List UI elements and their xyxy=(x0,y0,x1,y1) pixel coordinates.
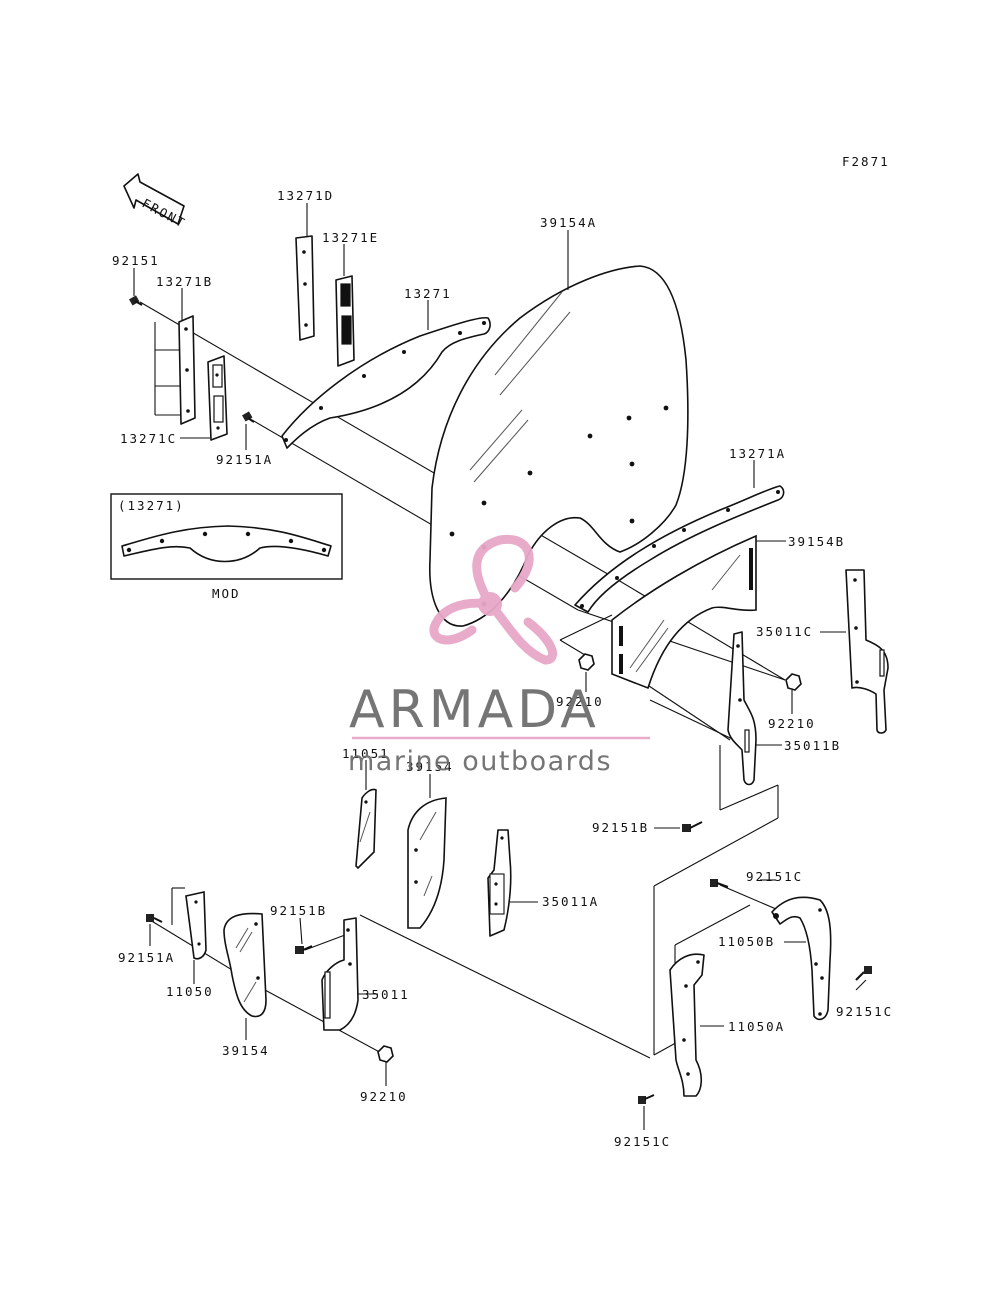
bolt-92151-icon xyxy=(129,295,143,306)
label-92151A-low: 92151A xyxy=(118,950,175,965)
label-13271B: 13271B xyxy=(156,274,213,289)
bracket-35011B xyxy=(727,631,757,786)
bracket-35011 xyxy=(321,917,359,1031)
label-39154-mid: 39154 xyxy=(406,759,454,774)
label-92151A-top: 92151A xyxy=(216,452,273,467)
label-11050B: 11050B xyxy=(718,934,775,949)
bracket-35011A xyxy=(487,829,512,937)
strip-13271C xyxy=(207,355,228,441)
mod-bracket-shape xyxy=(121,525,332,563)
label-11050A: 11050A xyxy=(728,1019,785,1034)
bracket-11050B xyxy=(771,896,832,1021)
label-92210-low: 92210 xyxy=(360,1089,408,1104)
bolt-92151C-right-icon xyxy=(855,966,872,981)
watermark: ARMADA marine outboards xyxy=(348,534,650,777)
inset-caption: MOD xyxy=(212,586,241,601)
strip-13271B xyxy=(178,315,196,425)
bolt-92151B-low-icon xyxy=(295,945,313,954)
bracket-13271A xyxy=(574,485,785,613)
label-35011B: 35011B xyxy=(784,738,841,753)
propeller-hub-icon xyxy=(478,592,502,616)
label-92151B-mid: 92151B xyxy=(592,820,649,835)
strip-13271D xyxy=(295,235,315,341)
label-35011A: 35011A xyxy=(542,894,599,909)
label-13271: 13271 xyxy=(404,286,452,301)
nut-92210-low-icon xyxy=(377,1045,394,1063)
bracket-13271 xyxy=(281,316,491,449)
figure-code: F2871 xyxy=(842,154,890,169)
deflector-39154-low xyxy=(223,912,267,1018)
nut-92210-mid-icon xyxy=(578,653,595,671)
bolt-92151C-top-icon xyxy=(710,879,729,888)
watermark-brand: ARMADA xyxy=(349,680,600,740)
label-92151C-right: 92151C xyxy=(836,1004,893,1019)
bolt-92151A-low-icon xyxy=(146,914,163,923)
bracket-35011C xyxy=(845,569,889,734)
deflector-39154-mid xyxy=(407,797,447,929)
label-92151C-bottom: 92151C xyxy=(614,1134,671,1149)
watermark-tagline: marine outboards xyxy=(348,746,612,777)
label-13271A: 13271A xyxy=(729,446,786,461)
label-92210-right: 92210 xyxy=(768,716,816,731)
label-92210-mid: 92210 xyxy=(556,694,604,709)
label-39154-low: 39154 xyxy=(222,1043,270,1058)
label-13271C: 13271C xyxy=(120,431,177,446)
label-leaders xyxy=(133,203,867,1130)
label-39154A: 39154A xyxy=(540,215,597,230)
bolt-92151B-mid-icon xyxy=(682,821,703,832)
mod-inset: (13271) MOD xyxy=(110,493,343,601)
label-11050: 11050 xyxy=(166,984,214,999)
label-35011C: 35011C xyxy=(756,624,813,639)
panel-39154B xyxy=(611,534,757,690)
label-13271E: 13271E xyxy=(322,230,379,245)
inset-title: (13271) xyxy=(118,498,185,513)
plate-11050 xyxy=(185,891,207,960)
bracket-11050A xyxy=(669,953,705,1097)
front-arrow-icon: FRONT xyxy=(123,173,189,231)
part-labels: 13271D 13271E 13271 39154A 92151 13271B … xyxy=(112,188,893,1149)
label-92151-top: 92151 xyxy=(112,253,160,268)
shield-11051 xyxy=(355,788,377,870)
label-35011: 35011 xyxy=(362,987,410,1002)
nut-92210-right-icon xyxy=(785,673,802,691)
label-11051: 11051 xyxy=(342,746,390,761)
label-92151C-top: 92151C xyxy=(746,869,803,884)
bolt-92151A-icon xyxy=(242,411,255,423)
bolt-92151C-bottom-icon xyxy=(638,1094,655,1104)
label-13271D: 13271D xyxy=(277,188,334,203)
strip-13271E xyxy=(335,275,355,367)
label-39154B: 39154B xyxy=(788,534,845,549)
label-92151B-low: 92151B xyxy=(270,903,327,918)
propeller-logo-icon xyxy=(429,534,558,665)
